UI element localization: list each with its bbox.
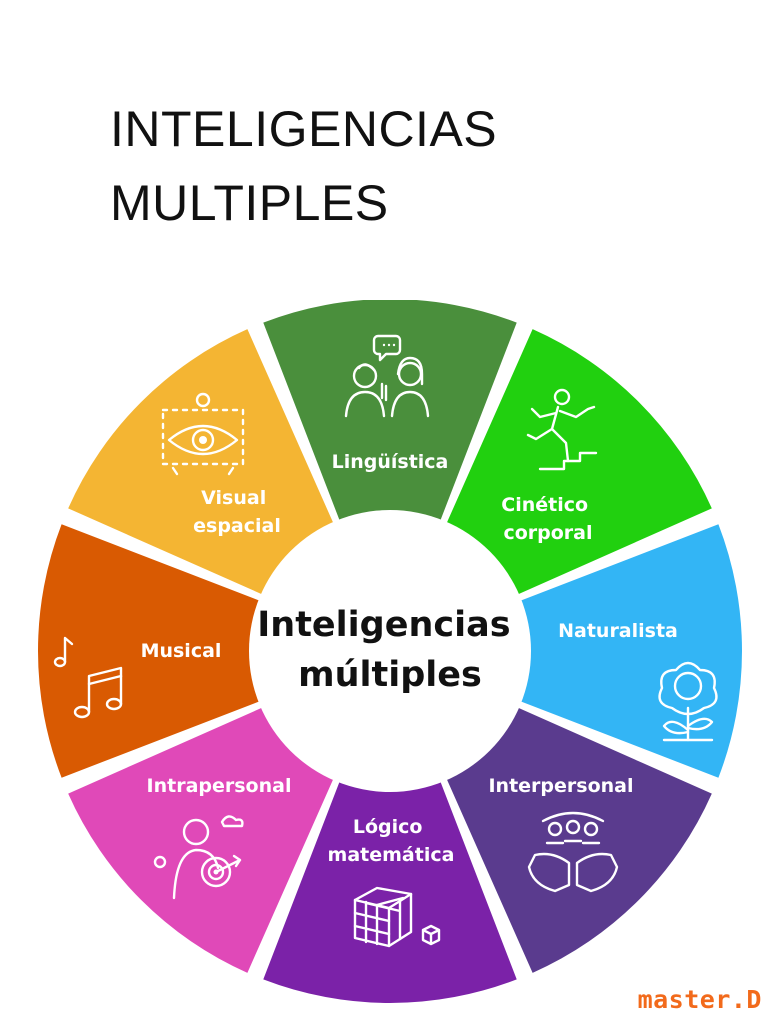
wheel-segment-6 [68, 703, 338, 973]
icons-layer [53, 334, 718, 948]
running-person-icon [526, 388, 598, 471]
segment-label-cinetico-corporal-line1: Cinético [501, 494, 588, 516]
person-target-icon [153, 815, 244, 900]
segment-label-naturalista-line1: Naturalista [558, 620, 678, 642]
labels-layer: Lingüística Cinético corporal Naturalist… [141, 451, 678, 866]
segment-label-logico-matematica-line2: matemática [328, 844, 455, 866]
intelligences-wheel: Lingüística Cinético corporal Naturalist… [37, 300, 742, 1003]
segment-label-intrapersonal-line1: Intrapersonal [147, 775, 292, 797]
page-title: INTELIGENCIAS MULTIPLES [110, 92, 497, 240]
segment-label-visual-espacial: Visual espacial [193, 487, 281, 537]
segment-label-musical-line1: Musical [141, 640, 222, 662]
wheel-segment-7 [37, 524, 269, 778]
segment-label-interpersonal-line1: Interpersonal [488, 775, 633, 797]
segment-label-intrapersonal: Intrapersonal [147, 775, 292, 797]
segment-label-cinetico-corporal: Cinético corporal [501, 494, 594, 544]
segment-label-musical: Musical [141, 640, 222, 662]
wheel-segment-2 [442, 329, 712, 599]
page-title-line2: MULTIPLES [110, 175, 389, 231]
people-talking-icon [344, 334, 430, 418]
segment-label-cinetico-corporal-line2: corporal [503, 522, 592, 544]
music-notes-icon [53, 636, 123, 719]
center-label: Inteligencias múltiples [257, 605, 523, 695]
center-label-line1: Inteligencias [257, 605, 510, 645]
segment-label-logico-matematica: Lógico matemática [328, 816, 455, 866]
center-circle [249, 510, 531, 792]
brand-logo: master.D [637, 985, 762, 1014]
center-label-line2: múltiples [298, 655, 482, 695]
wheel-segment-5 [263, 772, 517, 1003]
hands-people-icon [527, 811, 619, 893]
cube-icon [353, 886, 441, 948]
segment-label-linguistica: Lingüística [332, 451, 449, 473]
segment-label-logico-matematica-line1: Lógico [353, 816, 423, 838]
segment-label-naturalista: Naturalista [558, 620, 678, 642]
wheel-segment-4 [442, 703, 712, 973]
segment-label-visual-espacial-line2: espacial [193, 515, 281, 537]
wheel-segment-1 [263, 300, 517, 530]
segment-label-interpersonal: Interpersonal [488, 775, 633, 797]
page-title-line1: INTELIGENCIAS [110, 101, 498, 157]
eye-icon [161, 392, 245, 476]
segment-label-visual-espacial-line1: Visual [201, 487, 266, 509]
segment-label-linguistica-line1: Lingüística [332, 451, 449, 473]
flower-icon [658, 661, 718, 742]
